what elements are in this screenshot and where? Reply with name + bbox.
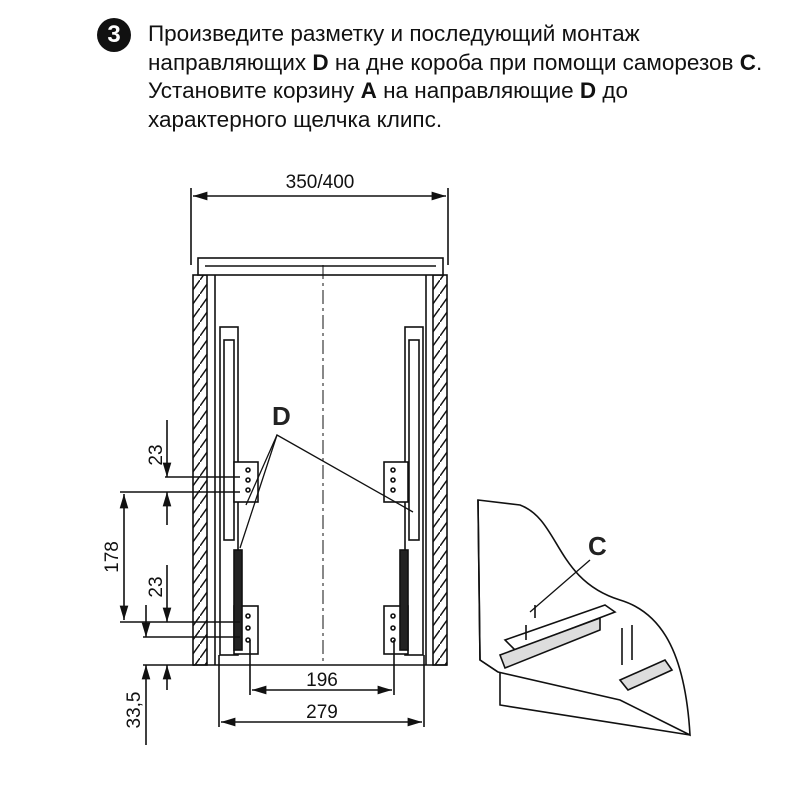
instr-part: до характерного щелчка клипс. <box>148 78 629 132</box>
vertical-dimensions <box>119 420 240 745</box>
instr-part: Произведите разметку и последующий монта… <box>148 21 640 75</box>
dim-outer: 279 <box>306 702 338 723</box>
dim-lower-offset: 23 <box>146 576 167 597</box>
horizontal-dimensions <box>218 640 425 727</box>
instr-part: на направляющие <box>376 78 580 103</box>
left-wall <box>192 274 208 666</box>
label-c: C <box>588 531 607 561</box>
instr-part: на дне короба при помощи саморезов <box>328 49 740 75</box>
right-guide-rail <box>383 326 424 656</box>
dim-top-offset: 23 <box>146 444 167 465</box>
instr-part: . Установите корзину <box>148 49 763 104</box>
instruction-text: Произведите разметку и последующий монта… <box>148 20 768 134</box>
instr-label-c: C <box>739 49 756 75</box>
right-wall <box>432 274 448 666</box>
width-dimension <box>190 188 449 265</box>
instr-label-d: D <box>579 78 597 103</box>
instr-label-d: D <box>312 49 329 75</box>
dim-inner: 196 <box>306 670 338 691</box>
label-d: D <box>272 401 291 431</box>
step-number-badge: 3 <box>97 18 131 52</box>
dim-spacing: 178 <box>102 541 123 573</box>
instr-label-a: A <box>360 78 377 103</box>
width-label: 350/400 <box>286 172 355 193</box>
inset-detail-screws <box>477 499 691 737</box>
left-guide-rail <box>219 326 259 656</box>
dim-bottom: 33,5 <box>124 692 145 729</box>
